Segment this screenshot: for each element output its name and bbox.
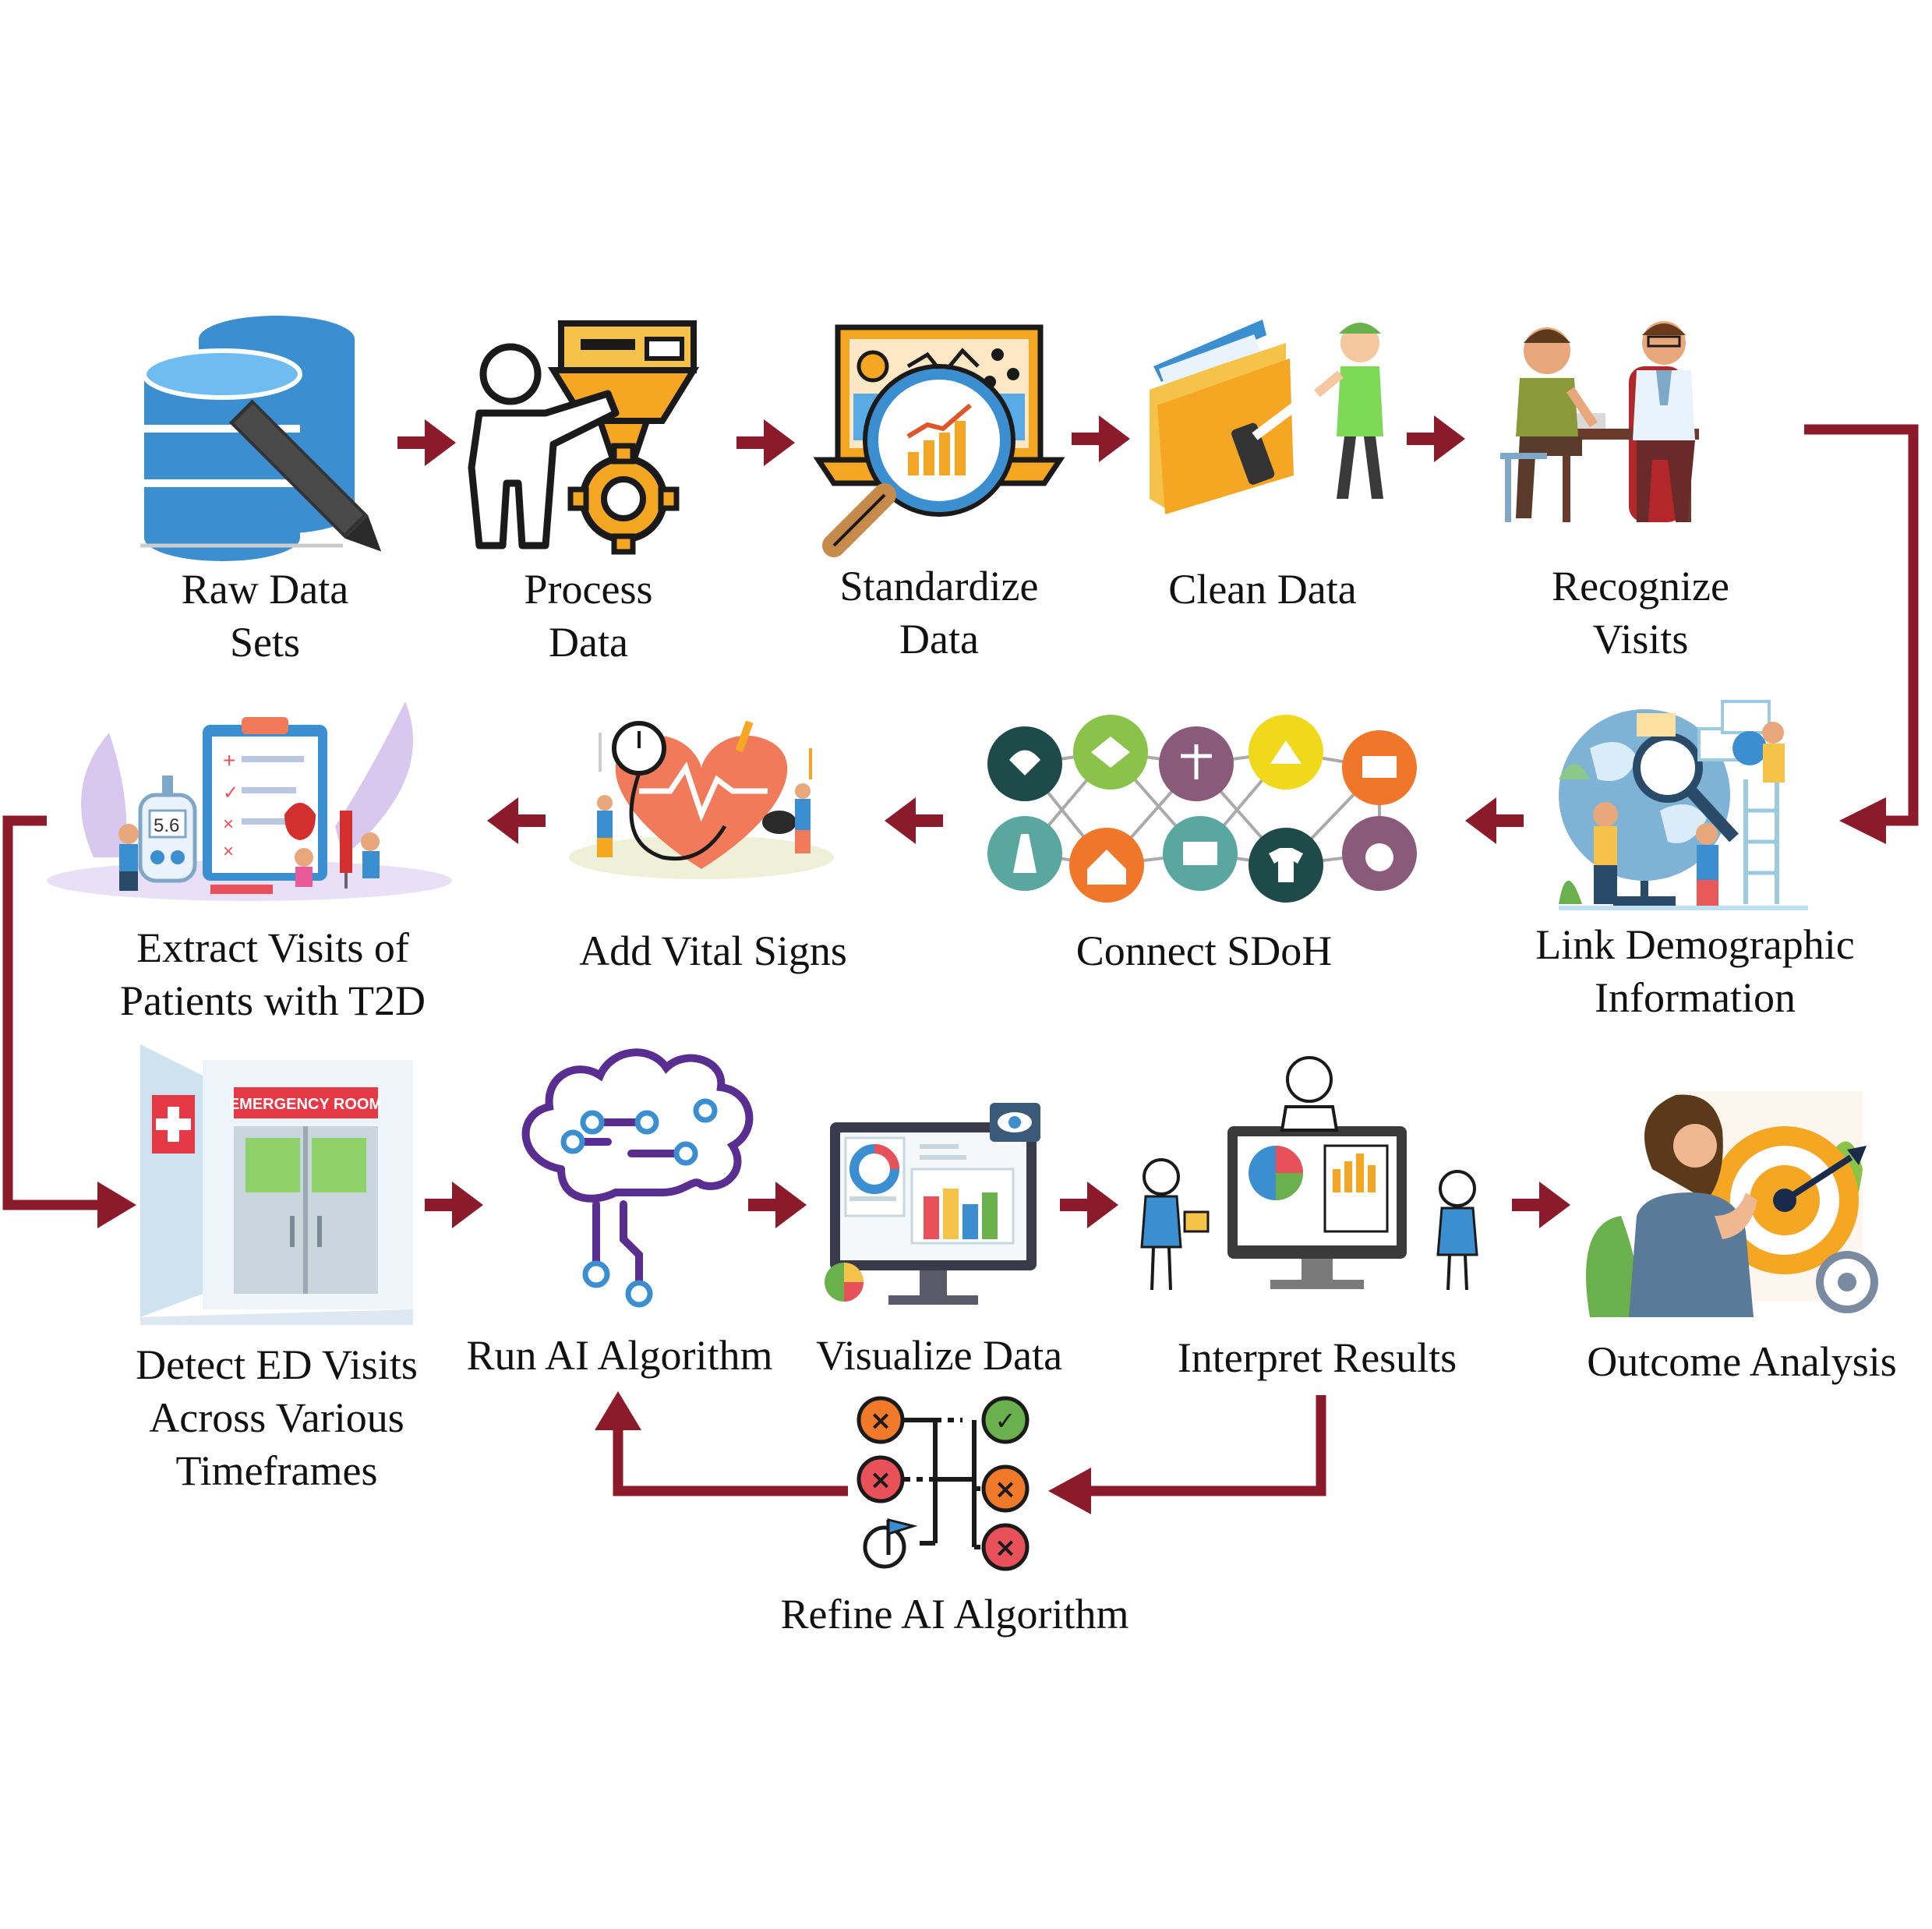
clipboard-glucose-icon: + ✓ × × 5.6 (47, 701, 452, 901)
arrowhead-run-ai (595, 1391, 641, 1430)
arrow-interpret-to-outcome (1512, 1182, 1570, 1228)
elbow-arrowheads (97, 797, 1886, 1514)
label-connect-sdoh: Connect SDoH (1075, 927, 1333, 974)
svg-text:+: + (223, 748, 235, 772)
svg-text:×: × (223, 814, 234, 835)
flow-arrows (397, 415, 1570, 1228)
arrow-clean-to-recognize (1407, 415, 1465, 462)
arrow-raw-to-process (397, 419, 456, 466)
connector-recognize-to-link (1804, 424, 1919, 826)
connector-refine-to-run-ai (613, 1430, 848, 1496)
label-add-vital-signs: Add Vital Signs (579, 927, 847, 974)
label-visualize-data: Visualize Data (815, 1332, 1063, 1379)
label-outcome-analysis: Outcome Analysis (1587, 1338, 1897, 1385)
person-funnel-gear-icon (468, 320, 700, 555)
svg-text:×: × (870, 1464, 892, 1496)
arrowhead-refine (1048, 1468, 1091, 1514)
presentation-people-icon (1140, 1056, 1478, 1291)
doctor-patient-icon (1500, 321, 1699, 522)
arrow-process-to-standardize (736, 419, 795, 466)
arrowhead-link (1839, 797, 1886, 844)
arrowhead-ed (97, 1182, 136, 1228)
label-interpret-results: Interpret Results (1177, 1334, 1457, 1381)
arrow-sdoh-to-vitals (885, 797, 943, 844)
heart-vitals-icon (569, 720, 834, 879)
brain-nodes (560, 1098, 718, 1308)
svg-text:×: × (223, 841, 234, 862)
arrow-visualize-to-interpret (1060, 1182, 1118, 1228)
emergency-room-sign: EMERGENCY ROOM (229, 1096, 382, 1113)
svg-text:×: × (994, 1532, 1017, 1563)
connector-interpret-to-refine (1091, 1395, 1326, 1496)
svg-text:×: × (994, 1474, 1017, 1505)
label-refine-ai-algorithm: Refine AI Algorithm (780, 1591, 1129, 1638)
sdoh-network-icon (987, 715, 1417, 903)
decision-flow-icon: × × ✓ × × (857, 1396, 1030, 1571)
laptop-magnifier-icon (813, 324, 1065, 557)
label-clean-data: Clean Data (1168, 566, 1357, 613)
arrow-standardize-to-clean (1072, 415, 1130, 462)
svg-text:×: × (870, 1405, 892, 1436)
emergency-room-icon: EMERGENCY ROOM (140, 1044, 413, 1325)
arrow-run-ai-to-visualize (748, 1182, 807, 1228)
arrow-vitals-to-extract (487, 797, 546, 844)
label-run-ai-algorithm: Run AI Algorithm (466, 1332, 773, 1379)
connector-extract-to-ed (2, 815, 97, 1210)
monitor-charts-icon (825, 1103, 1040, 1305)
elbow-connectors (2, 424, 1919, 1496)
target-woman-icon (1586, 1091, 1878, 1317)
glucose-reading: 5.6 (154, 815, 179, 836)
svg-text:✓: ✓ (223, 783, 238, 804)
arrow-link-to-sdoh (1465, 797, 1524, 844)
folder-cleaning-icon: 001010100 (1150, 320, 1383, 514)
globe-people-icon (1559, 700, 1808, 910)
arrow-ed-to-run-ai (425, 1182, 483, 1228)
database-pencil-icon (140, 316, 382, 561)
brain-circuit-icon (521, 1048, 754, 1290)
svg-text:✓: ✓ (995, 1406, 1016, 1436)
